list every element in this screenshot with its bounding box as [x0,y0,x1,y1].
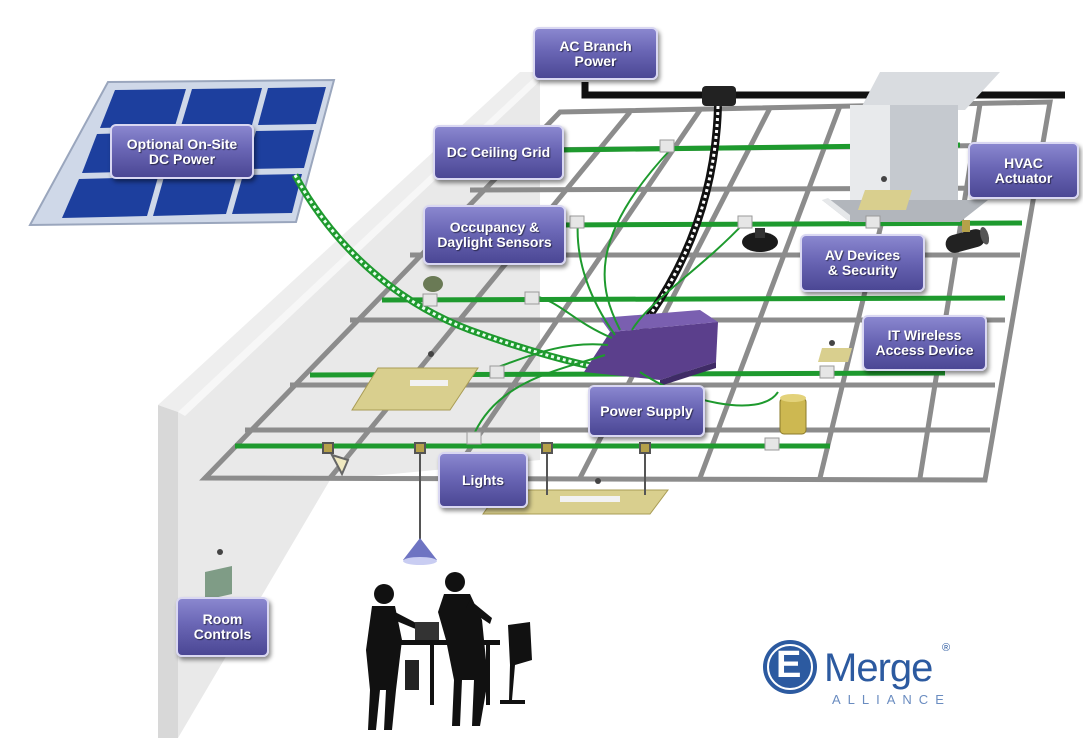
room-controls-label: Room Controls [176,597,269,657]
hvac-actuator-label: HVAC Actuator [968,142,1079,199]
emerge-logo-mark [763,640,817,694]
light-panels [351,190,912,515]
rail-connectors [422,139,881,451]
power-supply-label: Power Supply [588,385,705,437]
sensor-wires [474,147,779,433]
hvac-duct [822,72,1000,222]
occupancy-sensors-label: Occupancy & Daylight Sensors [423,205,566,265]
emerge-alliance-logo: E Merge ® ALLIANCE [762,636,982,716]
av-devices-label: AV Devices & Security [800,234,925,292]
logo-subtitle: ALLIANCE [832,692,951,707]
room-controls-device [205,549,232,600]
logo-registered-mark: ® [942,642,951,654]
dc-power-label: Optional On-Site DC Power [110,124,254,179]
light-fixtures [322,442,651,565]
office-people-silhouette [366,572,532,730]
lights-label: Lights [438,452,528,508]
logo-e-letter: E [776,644,802,686]
power-supply-box [584,310,718,386]
it-wireless-label: IT Wireless Access Device [862,315,987,371]
logo-word: Merge [824,646,933,690]
ac-branch-power-label: AC Branch Power [533,27,658,80]
av-devices [423,176,990,484]
dc-ceiling-grid-label: DC Ceiling Grid [433,125,564,180]
